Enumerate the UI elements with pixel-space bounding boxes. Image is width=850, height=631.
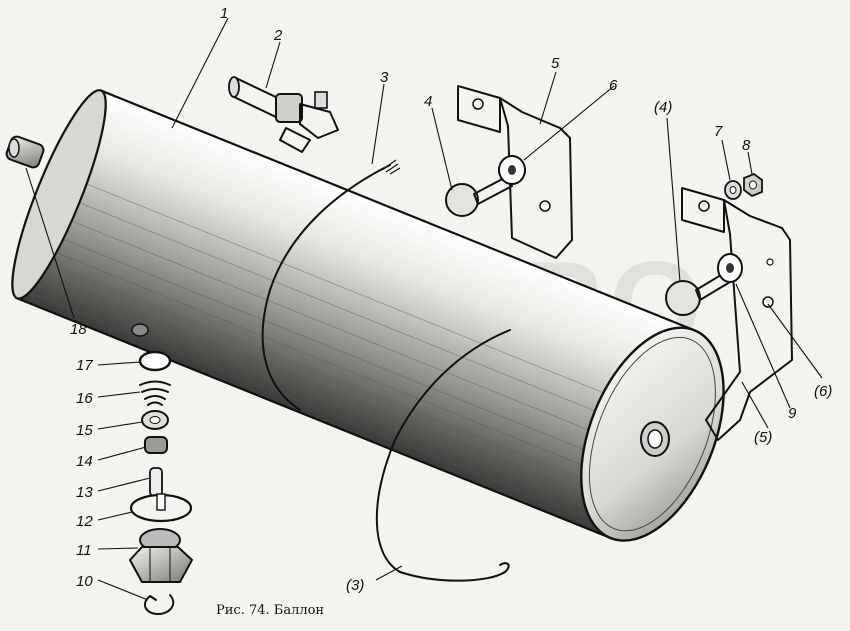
- seat-14: [144, 436, 168, 454]
- washer-7: [724, 180, 742, 200]
- callout-4: 4: [424, 93, 432, 110]
- pin-13: [149, 467, 163, 497]
- callout-1: 1: [220, 5, 228, 22]
- callout-4-paren: (4): [654, 99, 672, 116]
- callout-9: 9: [788, 405, 797, 422]
- callout-5-paren: (5): [754, 429, 772, 446]
- callout-2: 2: [273, 27, 283, 44]
- callout-6: 6: [609, 77, 618, 94]
- drain-valve-parts: [128, 350, 194, 615]
- bracket-5-lower: [681, 187, 793, 441]
- strap-3-upper: [261, 164, 391, 411]
- ring-17: [138, 350, 172, 372]
- nut-8: [743, 172, 763, 198]
- end-outlet-fitting: [640, 421, 670, 457]
- callout-15: 15: [76, 422, 93, 439]
- strap-3-lower: [375, 329, 511, 582]
- leader-lines: [25, 17, 823, 601]
- figure-caption: Рис. 74. Баллон: [216, 603, 324, 618]
- callout-3: 3: [380, 69, 389, 86]
- callout-8: 8: [742, 137, 751, 154]
- callout-18: 18: [70, 321, 87, 338]
- callout-11: 11: [76, 542, 92, 559]
- callout-14: 14: [76, 453, 93, 470]
- spring-16: [139, 380, 171, 406]
- lock-ring-10: [143, 594, 175, 615]
- bolt-4-lower: [665, 253, 743, 316]
- callout-7: 7: [714, 123, 723, 140]
- callout-10: 10: [76, 573, 93, 590]
- plug-18: [5, 135, 45, 169]
- callout-3-paren: (3): [346, 577, 364, 594]
- safety-valve: [228, 76, 339, 153]
- bolt-4-upper: [445, 155, 526, 217]
- tank-body: [11, 89, 725, 542]
- body-11: [128, 528, 194, 583]
- callout-13: 13: [76, 484, 93, 501]
- callouts: 1 2 3 4 5 6 (4) 7 8 18 17 16 15 14 13 12…: [70, 5, 832, 594]
- callout-16: 16: [76, 390, 93, 407]
- callout-5: 5: [551, 55, 560, 72]
- callout-17: 17: [76, 357, 93, 374]
- callout-6-paren: (6): [814, 383, 832, 400]
- callout-12: 12: [76, 513, 93, 530]
- drain-boss: [131, 323, 149, 337]
